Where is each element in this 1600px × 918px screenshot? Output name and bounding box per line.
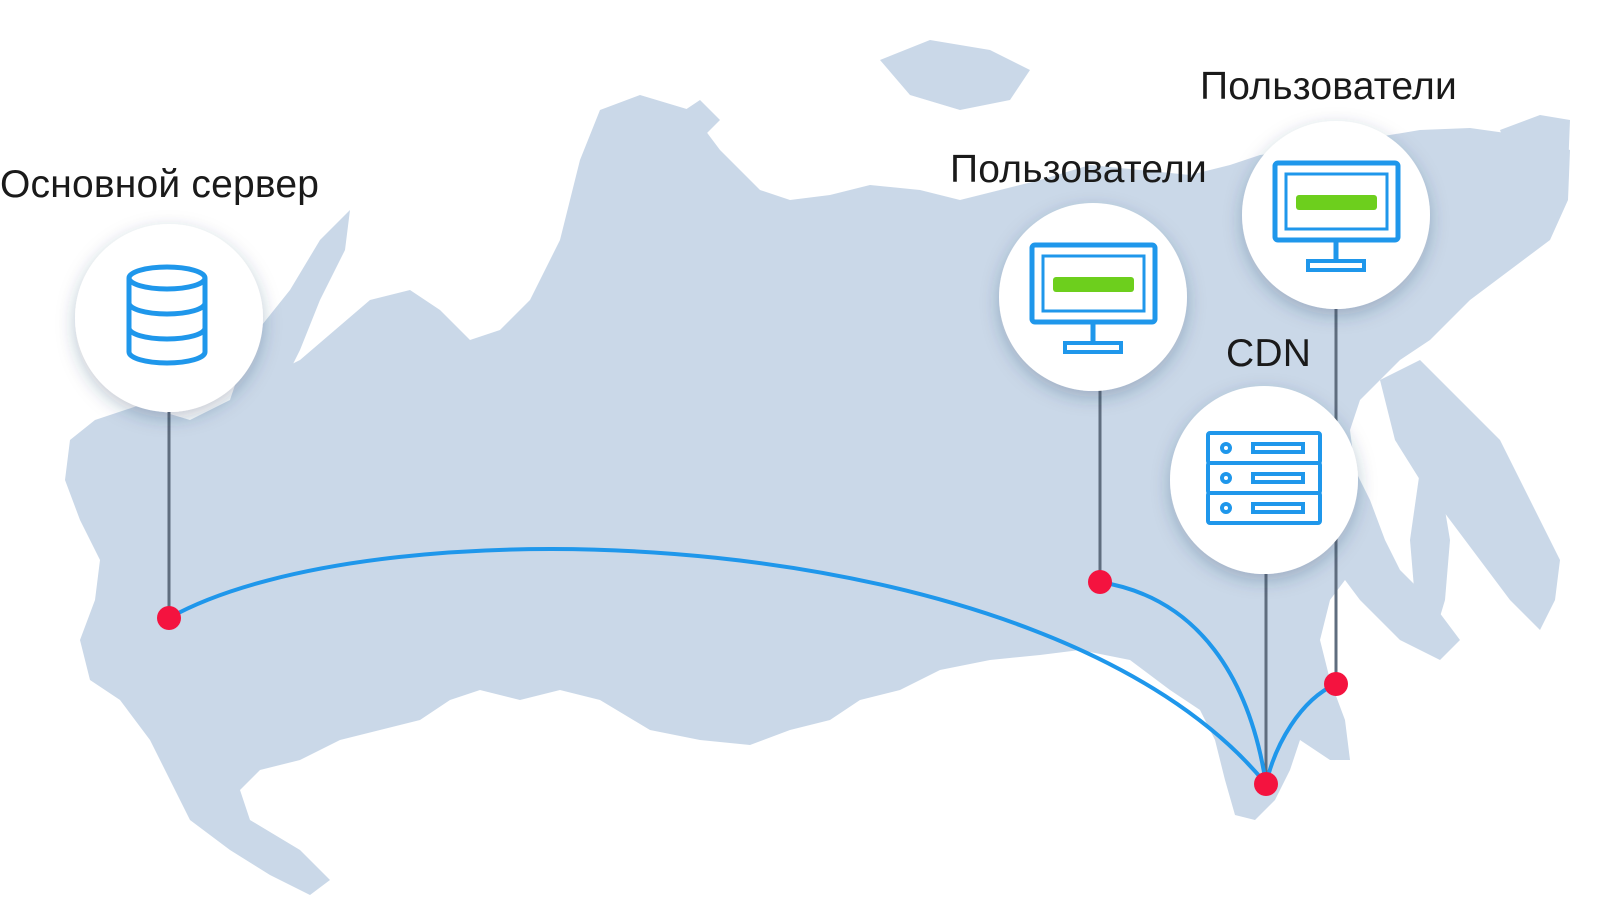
cdn-node bbox=[1170, 386, 1358, 574]
users-west-dot bbox=[1088, 570, 1112, 594]
monitor-icon bbox=[1029, 242, 1158, 354]
users-west-node-circle bbox=[999, 203, 1187, 391]
origin-node-circle bbox=[75, 224, 263, 412]
map-novaya-zemlya bbox=[560, 100, 720, 250]
origin-node bbox=[75, 224, 263, 412]
database-icon bbox=[126, 264, 208, 366]
links bbox=[167, 547, 1338, 786]
map-arctic-islands bbox=[880, 40, 1030, 110]
link-users-west-to-cdn bbox=[1098, 580, 1268, 786]
cdn-dot bbox=[1254, 772, 1278, 796]
map-kamchatka bbox=[1380, 360, 1560, 630]
users-east-node bbox=[1242, 121, 1430, 309]
users-east-dot bbox=[1324, 672, 1348, 696]
server-rack-icon bbox=[1206, 431, 1322, 525]
map-scandinavia bbox=[230, 210, 350, 400]
users-west-node bbox=[999, 203, 1187, 391]
users-west-label: Пользователи bbox=[950, 148, 1207, 191]
russia-map bbox=[65, 40, 1570, 895]
link-origin-to-cdn bbox=[167, 547, 1268, 786]
monitor-icon bbox=[1272, 160, 1401, 272]
map-mainland bbox=[65, 95, 1570, 895]
origin-label: Основной сервер bbox=[0, 163, 320, 206]
origin-dot bbox=[157, 606, 181, 630]
users-east-label: Пользователи bbox=[1200, 65, 1457, 108]
users-east-node-circle bbox=[1242, 121, 1430, 309]
node-dots bbox=[157, 570, 1348, 796]
cdn-label: CDN bbox=[1226, 332, 1312, 375]
map-sakhalin bbox=[1410, 470, 1450, 650]
link-users-east-to-cdn bbox=[1264, 682, 1338, 786]
map-chukotka bbox=[1500, 115, 1570, 185]
